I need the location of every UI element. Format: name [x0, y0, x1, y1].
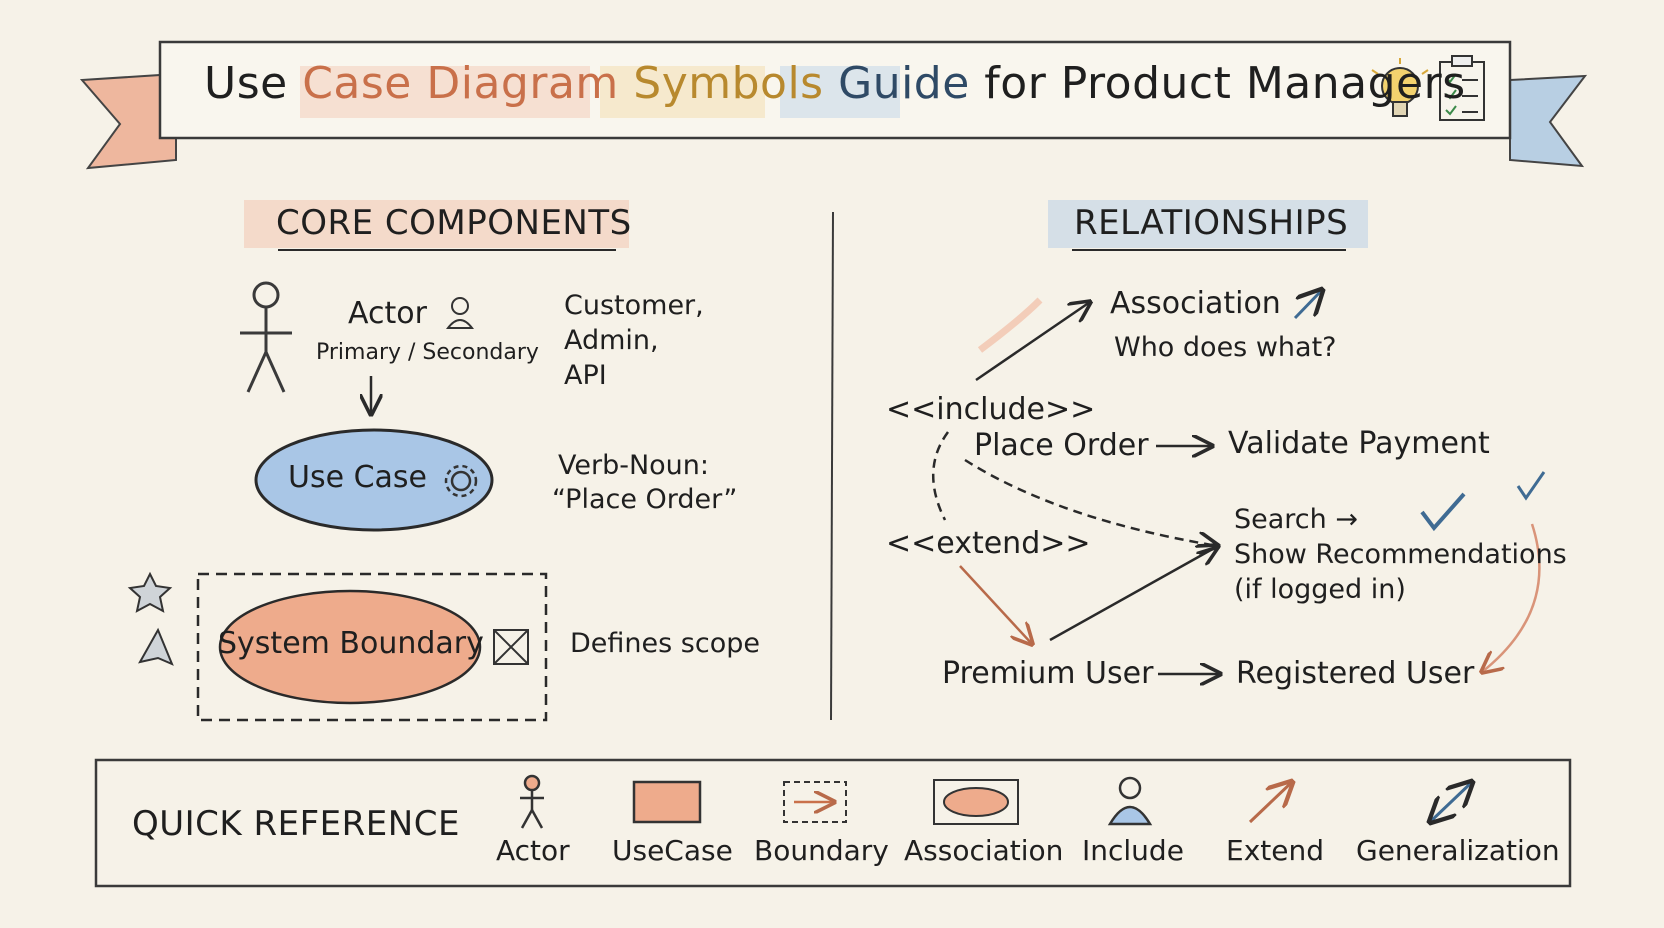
system-boundary-oval: [218, 589, 482, 705]
qr-generalization-label: Generalization: [1356, 834, 1560, 867]
use-case-note-1: Verb-Noun:: [558, 450, 710, 481]
qr-include-icon: [1107, 776, 1153, 826]
pointer-arrow-icon: [138, 627, 174, 666]
system-boundary-label: System Boundary: [218, 626, 484, 661]
place-order-label: Place Order: [974, 428, 1149, 463]
system-boundary-note: Defines scope: [570, 628, 760, 659]
section-divider: [830, 211, 834, 721]
actor-example-2: Admin,: [564, 325, 659, 356]
qr-association-label: Association: [904, 834, 1064, 867]
star-icon: [127, 571, 173, 613]
lightbulb-icon: [1371, 58, 1429, 117]
return-curve-arrow: [1482, 523, 1541, 672]
crossed-box-icon: [493, 629, 529, 665]
use-case-note-2: “Place Order”: [552, 484, 738, 515]
qr-actor-label: Actor: [496, 834, 570, 867]
use-case-label: Use Case: [288, 460, 427, 495]
title-banner: [79, 40, 1588, 170]
clipboard-checklist-icon: [1439, 55, 1485, 121]
core-components-heading: CORE COMPONENTS: [276, 203, 632, 243]
actor-sublabel: Primary / Secondary: [316, 340, 539, 365]
page-title: Use Case Diagram Symbols Guide for Produ…: [204, 58, 1466, 109]
include-stereotype: <<include>>: [886, 392, 1096, 427]
title-symbols: Symbols: [633, 58, 839, 109]
title-rest: for Product Managers: [984, 58, 1466, 109]
qr-actor-icon: [520, 774, 544, 829]
actor-example-3: API: [564, 360, 607, 391]
extend-line-1: Search →: [1234, 504, 1358, 535]
actor-label: Actor: [348, 296, 427, 331]
qr-extend-label: Extend: [1226, 834, 1324, 867]
quick-reference-heading: QUICK REFERENCE: [132, 804, 460, 844]
qr-extend-icon: [1248, 782, 1292, 824]
qr-usecase-icon: [632, 780, 702, 824]
quick-reference-panel: [94, 758, 1572, 888]
extend-line-3: (if logged in): [1234, 574, 1406, 605]
banner-box: [158, 40, 1512, 140]
system-boundary-box: [196, 572, 548, 722]
title-case-diagram: Case Diagram: [302, 58, 634, 109]
qr-include-label: Include: [1082, 834, 1184, 867]
qr-boundary-icon: [783, 781, 847, 823]
person-icon: [445, 297, 475, 329]
qr-usecase-label: UseCase: [612, 834, 733, 867]
extend-to-premium-arrow: [959, 565, 1032, 644]
actor-stick-figure: [240, 281, 292, 393]
qr-generalization-icon: [1430, 782, 1472, 822]
association-label: Association: [1110, 286, 1281, 321]
use-case-oval: [254, 428, 494, 532]
validate-payment-label: Validate Payment: [1228, 426, 1490, 461]
qr-association-icon: [933, 779, 1019, 825]
qr-boundary-label: Boundary: [754, 834, 889, 867]
include-dashed-curve: [932, 431, 950, 521]
premium-to-extend-arrow: [1049, 546, 1218, 642]
premium-user-label: Premium User: [942, 656, 1154, 691]
extend-line-2: Show Recommendations: [1234, 539, 1567, 570]
association-sublabel: Who does what?: [1114, 332, 1337, 363]
extend-stereotype: <<extend>>: [886, 526, 1091, 561]
gear-icon: [444, 464, 478, 498]
actor-example-1: Customer,: [564, 290, 704, 321]
title-use: Use: [204, 58, 303, 109]
extend-dashed-arrow: [964, 458, 1218, 546]
association-arrow: [975, 302, 1090, 382]
check-mark-icon: [1420, 492, 1466, 532]
registered-user-label: Registered User: [1236, 656, 1475, 691]
association-mini-arrow: [1293, 290, 1322, 320]
banner-ribbon-right: [1509, 74, 1588, 168]
relationships-heading: RELATIONSHIPS: [1074, 203, 1349, 243]
check-mark-small-icon: [1516, 471, 1546, 501]
title-guide: Guide: [838, 58, 985, 109]
